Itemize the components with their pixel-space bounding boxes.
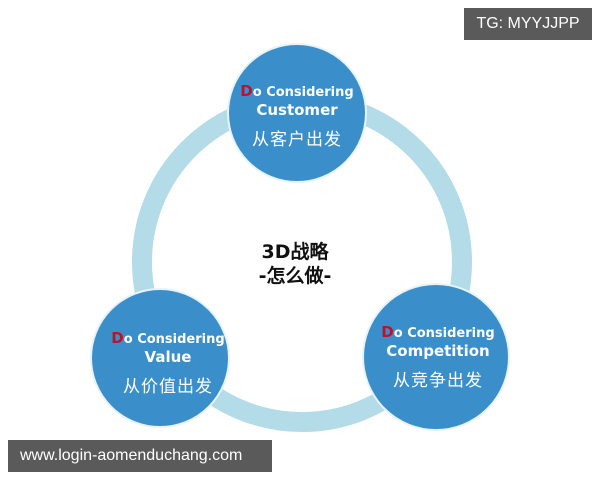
node-customer-circle	[227, 43, 367, 183]
node-competition-chinese: 从竞争出发	[393, 371, 483, 391]
watermark-top-right: TG: MYYJJPP	[464, 8, 592, 40]
node-competition-circle	[362, 283, 510, 431]
node-customer-prefix: Do Considering	[227, 82, 367, 100]
node-value-title: Value	[144, 348, 192, 366]
node-competition-title: Competition	[386, 342, 490, 360]
node-value-circle	[90, 288, 230, 428]
highlight-letter: D	[111, 329, 124, 347]
prefix-text: o Considering	[123, 332, 225, 347]
node-competition-prefix: Do Considering	[365, 323, 511, 341]
node-customer-chinese: 从客户出发	[252, 130, 342, 150]
center-label: 3D战略 -怎么做-	[230, 240, 360, 288]
node-value-prefix: Do Considering	[98, 329, 238, 347]
prefix-text: o Considering	[393, 326, 495, 341]
highlight-letter: D	[240, 82, 253, 100]
node-value-chinese: 从价值出发	[123, 377, 213, 397]
node-customer: Do Considering Customer 从客户出发	[227, 82, 367, 150]
node-customer-title: Customer	[256, 101, 338, 119]
node-competition: Do Considering Competition 从竞争出发	[365, 323, 511, 391]
watermark-bottom-left: www.login-aomenduchang.com	[8, 440, 272, 472]
highlight-letter: D	[381, 323, 394, 341]
center-subtitle: -怎么做-	[258, 265, 332, 287]
prefix-text: o Considering	[252, 85, 354, 100]
node-value: Do Considering Value 从价值出发	[98, 329, 238, 397]
center-title: 3D战略	[261, 241, 329, 263]
